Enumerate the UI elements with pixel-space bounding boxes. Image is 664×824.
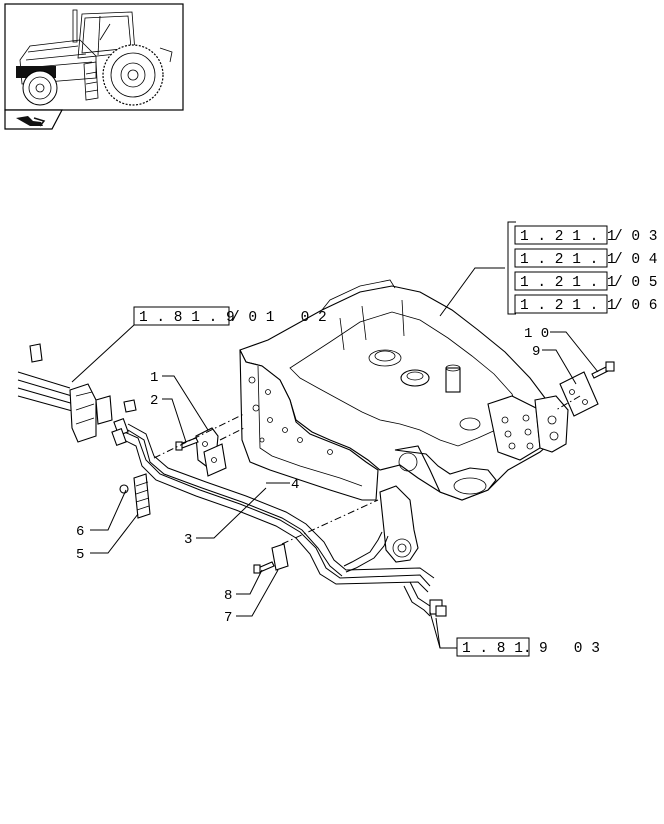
part-label-8: 8 [224,588,232,604]
part-label-6: 6 [76,524,84,540]
nut-part-6 [119,484,129,494]
part-label-2: 2 [150,393,158,409]
alignment-lines [153,395,581,545]
nav-arrow-box[interactable] [4,109,63,130]
reference-group-boxed: 1 . 2 1 . 1 [520,229,616,245]
reference-group-boxed: 1 . 2 1 . 1 [520,252,616,268]
front-axle-support-frame [239,279,569,563]
reference-group-item[interactable]: 1 . 2 1 . 1 / 0 6 [514,294,658,314]
reference-top-left-suffix: / 0 1 0 2 [231,310,327,326]
part-label-7: 7 [224,610,232,626]
part-label-5: 5 [76,547,84,563]
arrow-right-icon [16,116,46,127]
reference-group-suffix: / 0 3 [614,229,658,245]
screw-part-10 [591,361,615,379]
reference-group-item[interactable]: 1 . 2 1 . 1 / 0 3 [514,225,658,245]
reference-group-suffix: / 0 5 [614,275,658,291]
clamp-part-7 [271,543,289,571]
reference-top-left[interactable]: 1 . 8 1 . 9 / 0 1 0 2 [133,306,327,326]
part-label-9: 9 [532,344,540,360]
clamp-part-5 [133,473,151,519]
bracket-part-1 [195,427,227,477]
reference-group-item[interactable]: 1 . 2 1 . 1 / 0 5 [514,271,658,291]
part-label-3: 3 [184,532,192,548]
leader-lines [71,221,599,649]
left-pipe-stubs [17,343,137,443]
part-label-1: 1 [150,370,158,386]
part-labels: 1 2 3 4 5 6 7 8 9 1 0 [76,326,549,626]
reference-bottom-boxed: 1 . 8 1. [462,641,532,657]
hydraulic-pipe-assembly [111,418,447,617]
tractor-thumbnail[interactable] [4,3,184,111]
reference-group-item[interactable]: 1 . 2 1 . 1 / 0 4 [514,248,658,268]
reference-bottom[interactable]: 1 . 8 1. 9 0 3 [456,637,600,657]
reference-group-suffix: / 0 6 [614,298,658,314]
part-label-4: 4 [291,477,299,493]
reference-group-boxed: 1 . 2 1 . 1 [520,298,616,314]
screw-part-2 [175,437,199,451]
reference-group: 1 . 2 1 . 1 / 0 3 1 . 2 1 . 1 / 0 4 1 . … [514,225,658,314]
screw-part-8 [253,561,275,574]
reference-bottom-suffix: 9 0 3 [539,641,600,657]
reference-group-boxed: 1 . 2 1 . 1 [520,275,616,291]
part-label-10: 1 0 [524,326,549,342]
cover-plate-part-9 [559,371,599,417]
reference-group-suffix: / 0 4 [614,252,658,268]
reference-top-left-boxed: 1 . 8 1 . 9 [139,310,235,326]
